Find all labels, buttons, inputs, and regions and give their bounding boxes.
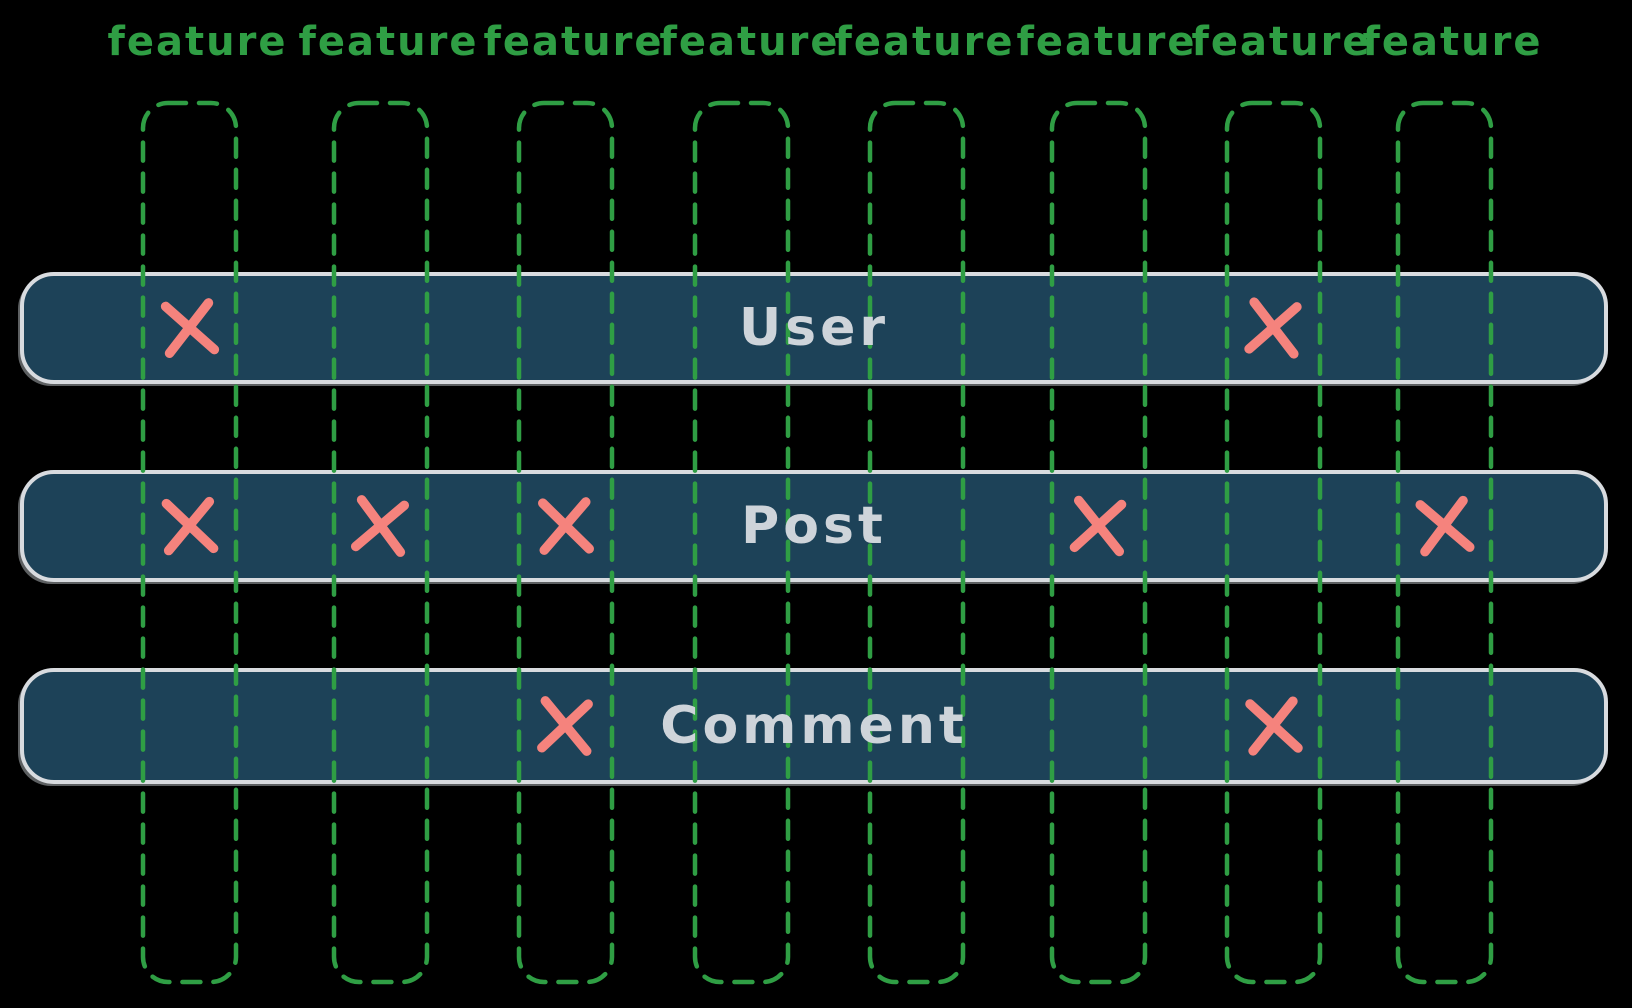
- feature-column-label: feature: [483, 19, 664, 65]
- x-mark: [536, 696, 593, 756]
- entity-row-label: Post: [741, 496, 887, 556]
- feature-column-label: feature: [1362, 19, 1543, 65]
- feature-column-label: feature: [107, 19, 288, 65]
- entity-row-label: User: [738, 298, 890, 358]
- feature-column-outline: [140, 100, 239, 985]
- feature-column-label: feature: [1191, 19, 1372, 65]
- x-mark: [160, 298, 219, 359]
- feature-column-outline: [1049, 100, 1148, 985]
- feature-column-outline: [516, 100, 615, 985]
- x-mark: [350, 495, 409, 557]
- entity-row-label: Comment: [660, 696, 968, 756]
- x-mark: [537, 497, 594, 555]
- x-mark: [1244, 696, 1303, 756]
- feature-column-label: feature: [298, 19, 479, 65]
- feature-column-outline: [331, 100, 430, 985]
- x-mark: [161, 496, 218, 556]
- entity-row-user: [20, 272, 1608, 384]
- x-mark: [1069, 495, 1126, 557]
- feature-column-outline: [867, 100, 966, 985]
- feature-column-label: feature: [834, 19, 1015, 65]
- x-mark: [1243, 297, 1302, 359]
- feature-column-label: feature: [1016, 19, 1197, 65]
- entity-row-post: [20, 470, 1608, 582]
- feature-column-outline: [692, 100, 791, 985]
- x-mark: [1414, 495, 1475, 557]
- entity-row-comment: [20, 668, 1608, 784]
- feature-column-outline: [1395, 100, 1494, 985]
- feature-column-outline: [1224, 100, 1323, 985]
- feature-column-label: feature: [659, 19, 840, 65]
